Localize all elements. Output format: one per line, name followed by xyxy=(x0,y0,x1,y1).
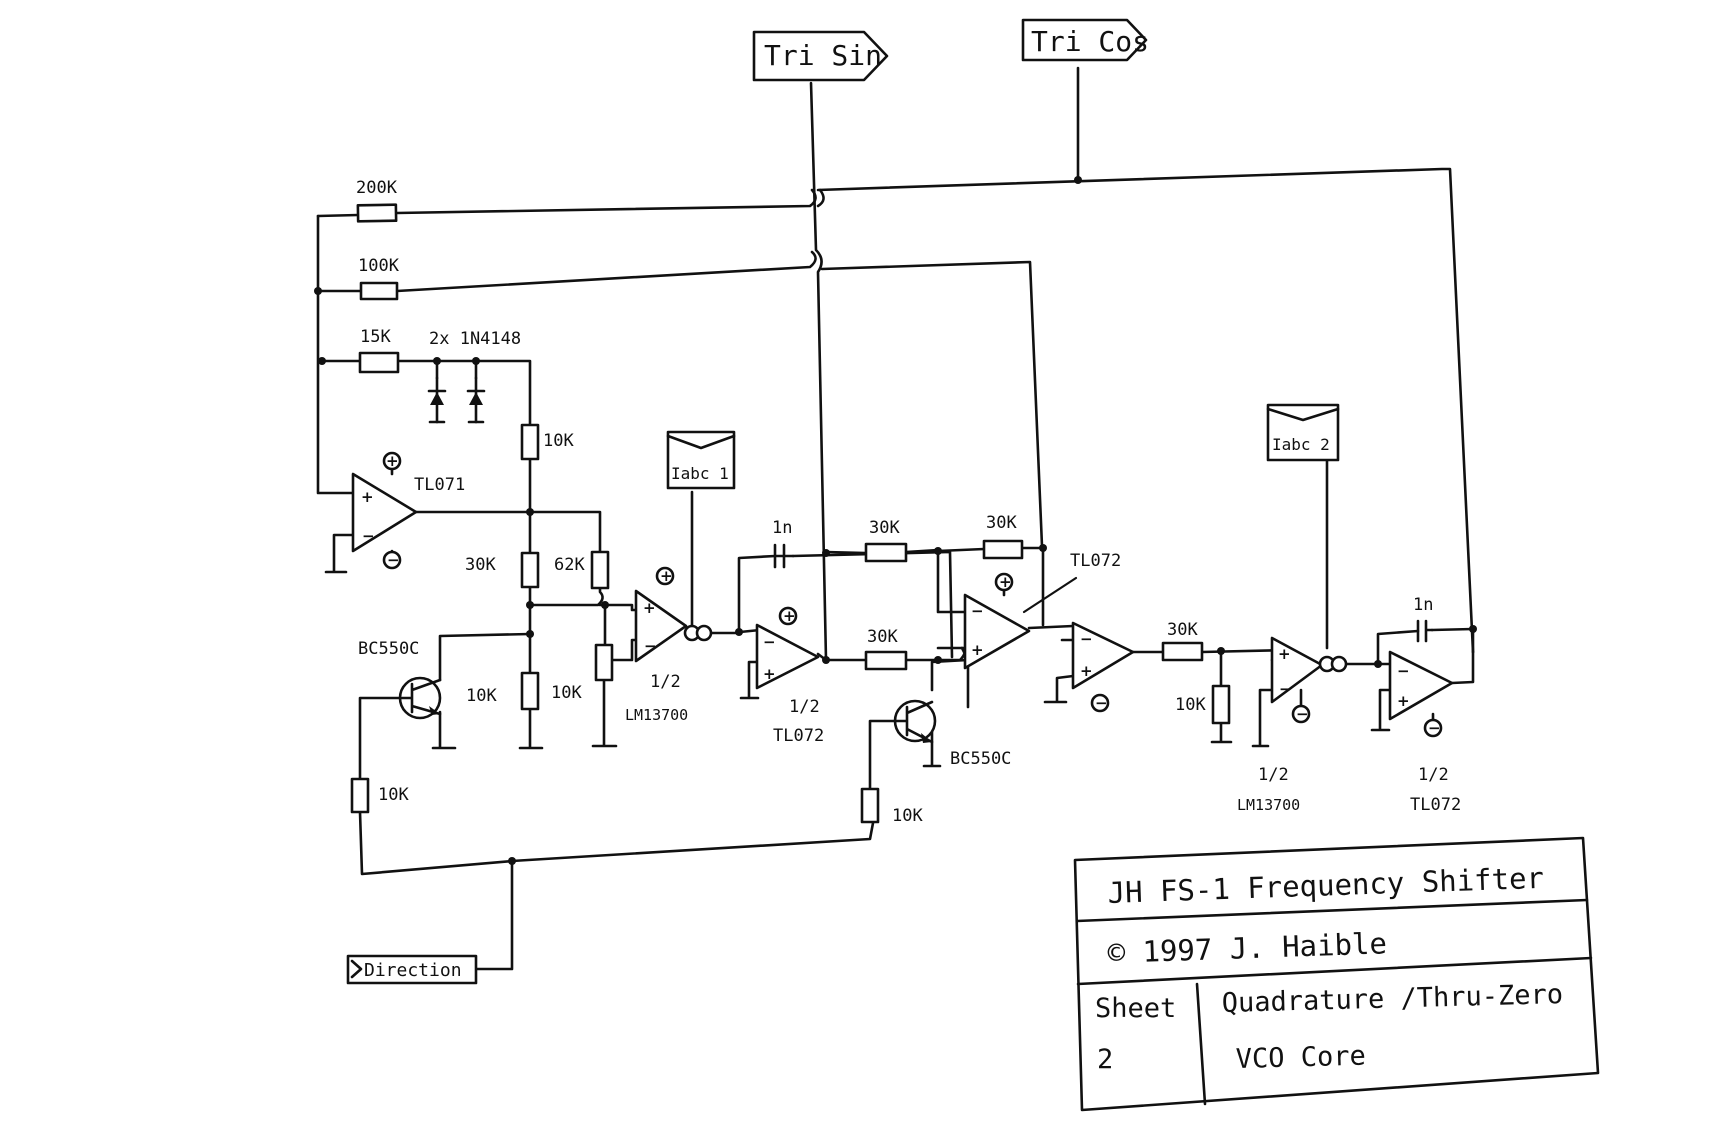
port-tri-cos-label: Tri Cos xyxy=(1031,25,1149,58)
label-30k-a: 30K xyxy=(465,555,496,575)
svg-text:−: − xyxy=(1296,705,1309,723)
port-tri-cos: Tri Cos xyxy=(1021,18,1149,62)
port-iabc1: Iabc 1 xyxy=(666,430,736,490)
svg-text:−: − xyxy=(1279,680,1292,698)
resistors xyxy=(350,203,1231,824)
svg-text:−: − xyxy=(1397,662,1410,680)
label-30k-d: 30K xyxy=(867,627,898,647)
junctions xyxy=(314,176,1477,865)
label-10k-divider: 10K xyxy=(543,431,574,451)
label-ota2-part: LM13700 xyxy=(1237,796,1300,814)
resistor-30k-a xyxy=(520,551,540,589)
title-block: JH FS-1 Frequency Shifter © 1997 J. Haib… xyxy=(1073,836,1600,1112)
port-direction-label: Direction xyxy=(364,960,462,981)
label-30k-e: 30K xyxy=(1167,620,1198,640)
label-62k: 62K xyxy=(554,555,585,575)
svg-text:+: + xyxy=(1278,645,1291,663)
svg-text:+: + xyxy=(361,488,374,506)
svg-text:−: − xyxy=(362,527,375,545)
label-ota2-half: 1/2 xyxy=(1258,765,1289,785)
capacitor-1n-b xyxy=(1416,619,1434,643)
label-op1-part: TL072 xyxy=(773,726,824,746)
label-ota1-part: LM13700 xyxy=(625,706,688,724)
svg-text:−: − xyxy=(1095,694,1108,712)
resistor-62k xyxy=(590,550,610,590)
port-iabc1-label: Iabc 1 xyxy=(671,464,729,483)
resistor-10k-c xyxy=(1211,684,1231,725)
svg-text:−: − xyxy=(387,551,400,569)
resistor-10k-b xyxy=(594,643,614,682)
svg-text:−: − xyxy=(763,633,776,651)
resistor-10k-a xyxy=(520,671,540,711)
resistor-10k-divider xyxy=(520,423,540,461)
label-10k-b: 10K xyxy=(551,683,582,703)
label-bc550c-2: BC550C xyxy=(950,749,1011,769)
label-bc550c-1: BC550C xyxy=(358,639,419,659)
label-op2-half: 1/2 xyxy=(1418,765,1449,785)
svg-text:+: + xyxy=(999,573,1012,591)
svg-text:−: − xyxy=(644,637,657,655)
svg-text:+: + xyxy=(1080,662,1093,680)
resistor-30k-d xyxy=(864,650,908,671)
diodes xyxy=(427,376,486,424)
label-diodes: 2x 1N4148 xyxy=(429,329,521,349)
svg-text:+: + xyxy=(763,665,776,683)
resistor-30k-b xyxy=(864,542,908,563)
title-block-sheet-label: Sheet xyxy=(1095,993,1176,1024)
port-direction: Direction xyxy=(346,954,478,985)
label-10k-c: 10K xyxy=(1175,695,1206,715)
label-op1-half: 1/2 xyxy=(789,697,820,717)
svg-text:+: + xyxy=(643,599,656,617)
svg-text:−: − xyxy=(971,602,984,620)
label-100k: 100K xyxy=(358,256,400,276)
title-block-description-2: VCO Core xyxy=(1235,1041,1366,1075)
capacitor-1n-a xyxy=(773,543,795,569)
svg-text:+: + xyxy=(386,452,399,470)
resistor-15k xyxy=(358,351,400,374)
label-cap2: 1n xyxy=(1413,595,1433,615)
opamp-tl072-c xyxy=(1071,621,1135,690)
capacitors xyxy=(773,543,1434,643)
port-tri-sin: Tri Sin xyxy=(752,30,889,82)
svg-text:+: + xyxy=(1397,692,1410,710)
label-ota1-half: 1/2 xyxy=(650,672,681,692)
label-15k: 15K xyxy=(360,327,391,347)
component-labels: 200K 100K 15K 2x 1N4148 10K TL071 30K 62… xyxy=(356,178,1461,826)
opamp-tl072-a xyxy=(755,623,820,690)
label-10k-base2: 10K xyxy=(892,806,923,826)
svg-text:−: − xyxy=(1080,630,1093,648)
title-block-sheet-number: 2 xyxy=(1097,1044,1113,1075)
transistors xyxy=(398,676,937,744)
label-30k-c: 30K xyxy=(986,513,1017,533)
resistor-100k xyxy=(359,281,399,301)
label-cap1: 1n xyxy=(772,518,792,538)
label-200k: 200K xyxy=(356,178,398,198)
resistor-200k xyxy=(356,203,398,223)
opamp-tl072-b xyxy=(963,593,1031,670)
svg-text:+: + xyxy=(971,641,984,659)
svg-text:−: − xyxy=(1428,719,1441,737)
svg-text:+: + xyxy=(783,607,796,625)
ota-lm13700-2 xyxy=(1270,636,1324,704)
label-tl071: TL071 xyxy=(414,475,465,495)
label-10k-base1: 10K xyxy=(378,785,409,805)
svg-text:+: + xyxy=(660,567,673,585)
label-10k-a: 10K xyxy=(466,686,497,706)
port-iabc2: Iabc 2 xyxy=(1266,403,1340,462)
label-op2-part: TL072 xyxy=(1410,795,1461,815)
label-tl072: TL072 xyxy=(1070,551,1121,571)
opamp-tl072-d xyxy=(1388,650,1454,721)
resistor-10k-base2 xyxy=(860,787,880,824)
port-tri-sin-label: Tri Sin xyxy=(764,39,882,72)
opamps: + − + − + − + − + + − + + − + − + − − xyxy=(351,451,1454,738)
resistor-30k-e xyxy=(1161,641,1204,662)
port-iabc2-label: Iabc 2 xyxy=(1272,435,1330,454)
resistor-30k-c xyxy=(982,539,1024,560)
resistor-10k-base1 xyxy=(350,777,370,814)
label-30k-b: 30K xyxy=(869,518,900,538)
ota-lm13700-1 xyxy=(634,589,688,663)
opamp-tl071 xyxy=(351,472,418,553)
